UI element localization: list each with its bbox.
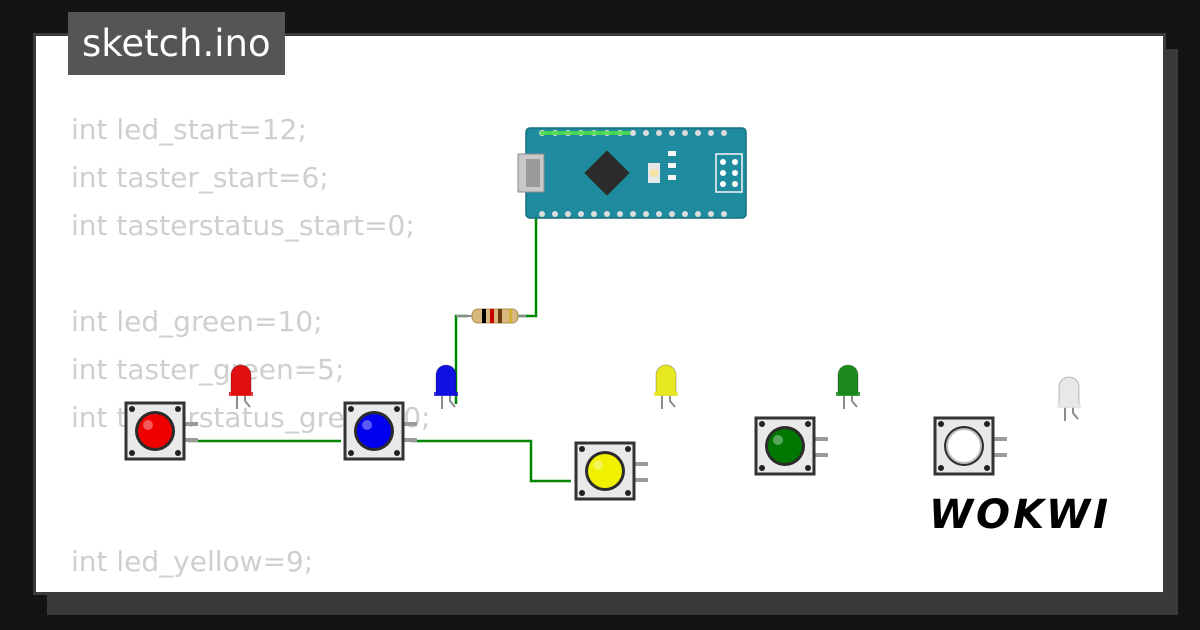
- led-green[interactable]: [836, 364, 860, 409]
- header-pin: [578, 211, 584, 217]
- header-pin: [721, 211, 727, 217]
- button-green[interactable]: [754, 416, 828, 476]
- header-pin: [617, 211, 623, 217]
- code-line: int tasterstatus_start=0;: [71, 209, 415, 242]
- code-line: int led_start=12;: [71, 113, 307, 146]
- header-pin: [695, 211, 701, 217]
- code-line: int led_yellow=9;: [71, 545, 314, 578]
- header-pin: [643, 130, 649, 136]
- icsp-header: [715, 153, 743, 193]
- code-line: int led_green=10;: [71, 305, 323, 338]
- pin-highlight: [540, 131, 630, 135]
- code-line: int taster_start=6;: [71, 161, 329, 194]
- bottom-pin-row: [539, 211, 727, 217]
- led-red[interactable]: [229, 364, 253, 409]
- header-pin: [630, 130, 636, 136]
- simulation-canvas[interactable]: int led_start=12;int taster_start=6;int …: [33, 33, 1166, 595]
- header-pin: [669, 130, 675, 136]
- header-pin: [669, 211, 675, 217]
- led-white[interactable]: [1057, 376, 1081, 421]
- header-pin: [643, 211, 649, 217]
- header-pin: [565, 211, 571, 217]
- header-pin: [539, 211, 545, 217]
- header-pin: [682, 130, 688, 136]
- button-blue[interactable]: [343, 401, 417, 461]
- wokwi-logo[interactable]: WOKWI: [928, 492, 1111, 538]
- code-line: int taster_green=5;: [71, 353, 345, 386]
- button-layer: [124, 401, 1007, 501]
- header-pin: [682, 211, 688, 217]
- resistor[interactable]: [456, 308, 526, 324]
- header-pin: [604, 211, 610, 217]
- header-pin: [591, 211, 597, 217]
- led-yellow[interactable]: [654, 364, 678, 409]
- arduino-nano-board[interactable]: [517, 127, 747, 219]
- header-pin: [656, 130, 662, 136]
- header-pin: [656, 211, 662, 217]
- header-pin: [708, 130, 714, 136]
- led-blue[interactable]: [434, 364, 458, 409]
- wire-resistor-led[interactable]: [454, 314, 468, 404]
- file-tab[interactable]: sketch.ino: [68, 12, 285, 75]
- header-pin: [708, 211, 714, 217]
- wire-blue-yellow-button[interactable]: [411, 439, 571, 483]
- header-pin: [695, 130, 701, 136]
- header-pin: [721, 130, 727, 136]
- header-pin: [552, 211, 558, 217]
- button-white[interactable]: [933, 416, 1007, 476]
- button-yellow[interactable]: [574, 441, 648, 501]
- header-pin: [630, 211, 636, 217]
- circuit-diagram: [124, 127, 1081, 501]
- button-red[interactable]: [124, 401, 198, 461]
- led-layer: [229, 364, 1081, 421]
